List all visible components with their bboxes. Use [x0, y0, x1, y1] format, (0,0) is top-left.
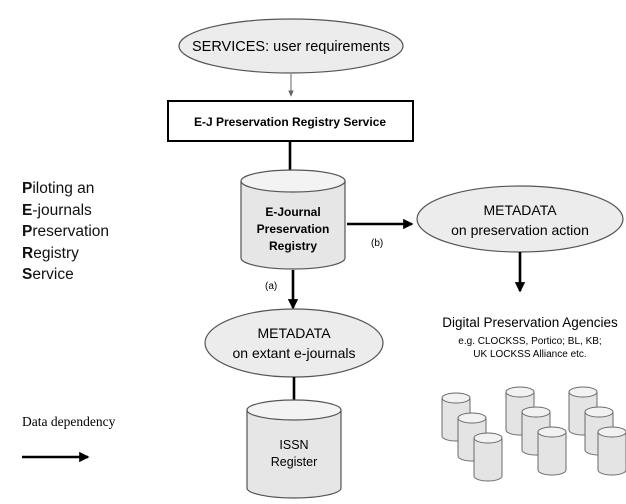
acronym-rest: ervice	[32, 266, 74, 283]
agency-cylinder	[597, 426, 626, 476]
acronym-block: Piloting an E-journals Preservation Regi…	[22, 178, 109, 286]
ej-registry-top	[240, 169, 346, 193]
agency-cylinder	[505, 386, 535, 436]
issn-cylinder: ISSN Register	[246, 399, 342, 499]
metadata-extant-line-2: on extant e-journals	[233, 345, 356, 361]
agencies-sub-1: e.g. CLOCKSS, Portico; BL, KB;	[458, 336, 601, 347]
legend-label: Data dependency	[22, 414, 116, 429]
issn-body	[246, 410, 342, 499]
acronym-initial: E	[22, 201, 33, 219]
acronym-line: Service	[22, 264, 109, 286]
acronym-line: Registry	[22, 243, 109, 265]
metadata-extant-node: METADATA on extant e-journals	[204, 308, 384, 378]
issn-top	[246, 399, 342, 421]
ej-registry-line-3: Registry	[269, 239, 317, 253]
issn-line-1: ISSN	[279, 438, 308, 452]
registry-service-label: E-J Preservation Registry Service	[194, 115, 386, 129]
agencies-title: Digital Preservation Agencies	[442, 315, 618, 330]
metadata-extant-ellipse	[204, 308, 384, 378]
acronym-line: E-journals	[22, 200, 109, 222]
agency-cylinder	[537, 426, 567, 476]
services-label: SERVICES: user requirements	[192, 39, 390, 55]
metadata-action-line-2: on preservation action	[451, 222, 589, 238]
acronym-initial: S	[22, 266, 33, 283]
ej-registry-body	[240, 181, 346, 270]
acronym-initial: P	[22, 180, 33, 197]
registry-service-node: E-J Preservation Registry Service	[167, 100, 414, 142]
services-ellipse	[178, 18, 404, 74]
acronym-rest: -journals	[32, 201, 92, 219]
acronym-initial: P	[22, 223, 33, 240]
acronym-rest: iloting an	[32, 180, 95, 197]
metadata-action-node: METADATA on preservation action	[416, 185, 624, 253]
ej-registry-cylinder: E-Journal Preservation Registry	[240, 169, 346, 270]
agency-cylinders	[441, 386, 626, 482]
metadata-action-ellipse	[416, 185, 624, 253]
edge-label-b: (b)	[371, 238, 383, 249]
services-node: SERVICES: user requirements	[178, 18, 404, 74]
metadata-action-line-1: METADATA	[483, 202, 557, 218]
issn-line-2: Register	[271, 455, 318, 469]
acronym-line: Piloting an	[22, 178, 109, 200]
edge-label-a: (a)	[265, 281, 277, 292]
ej-registry-line-2: Preservation	[257, 222, 330, 236]
ej-registry-line-1: E-Journal	[265, 205, 320, 219]
metadata-extant-line-1: METADATA	[257, 325, 331, 341]
acronym-rest: reservation	[32, 223, 110, 240]
agency-cylinder	[473, 432, 503, 482]
agencies-sub-2: UK LOCKSS Alliance etc.	[473, 349, 586, 360]
acronym-rest: egistry	[33, 244, 79, 262]
acronym-initial: R	[22, 244, 34, 262]
acronym-line: Preservation	[22, 221, 109, 243]
